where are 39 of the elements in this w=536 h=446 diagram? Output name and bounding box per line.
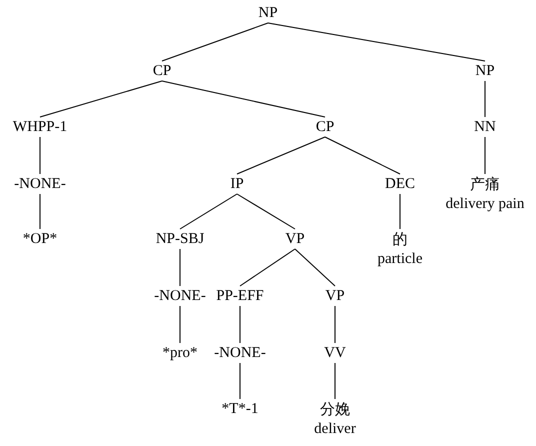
node-label: VP bbox=[325, 287, 345, 305]
node-label: IP bbox=[230, 175, 244, 193]
tree-branch bbox=[484, 80, 486, 118]
word-label: 的 bbox=[392, 231, 408, 250]
node-label: PP-EFF bbox=[216, 287, 264, 305]
node-label: -NONE- bbox=[154, 287, 206, 305]
node-label: NP bbox=[258, 4, 278, 22]
node-label: VV bbox=[324, 344, 346, 362]
tree-branch bbox=[240, 248, 296, 286]
tree-branch bbox=[162, 22, 268, 62]
tree-branch bbox=[484, 136, 486, 174]
tree-branch bbox=[236, 194, 296, 230]
node-label: -NONE- bbox=[14, 175, 66, 193]
node-label: VP bbox=[285, 230, 305, 248]
tree-branch bbox=[162, 80, 326, 118]
node-label: WHPP-1 bbox=[12, 118, 68, 136]
node-label: NP bbox=[475, 62, 495, 80]
tree-branch bbox=[334, 362, 336, 400]
tree-branch bbox=[268, 22, 486, 62]
node-label: *OP* bbox=[22, 230, 58, 248]
word-label: 产痛 bbox=[470, 176, 500, 195]
gloss-label: deliver bbox=[314, 420, 356, 438]
node-label: CP bbox=[152, 62, 172, 80]
node-label: DEC bbox=[385, 175, 415, 193]
node-label: -NONE- bbox=[214, 344, 266, 362]
node-label: *pro* bbox=[162, 344, 198, 362]
tree-branch bbox=[180, 194, 238, 230]
node-label: NN bbox=[474, 118, 496, 136]
tree-branch bbox=[294, 248, 336, 286]
node-label: *T*-1 bbox=[222, 400, 258, 418]
tree-branch bbox=[40, 80, 162, 118]
gloss-label: particle bbox=[378, 250, 422, 268]
node-label: NP-SBJ bbox=[156, 230, 204, 248]
tree-branch bbox=[324, 136, 400, 174]
tree-branch bbox=[334, 306, 336, 344]
word-label: 分娩 bbox=[320, 401, 350, 420]
tree-branch bbox=[236, 136, 326, 174]
gloss-label: delivery pain bbox=[446, 195, 524, 213]
node-label: CP bbox=[316, 118, 334, 136]
